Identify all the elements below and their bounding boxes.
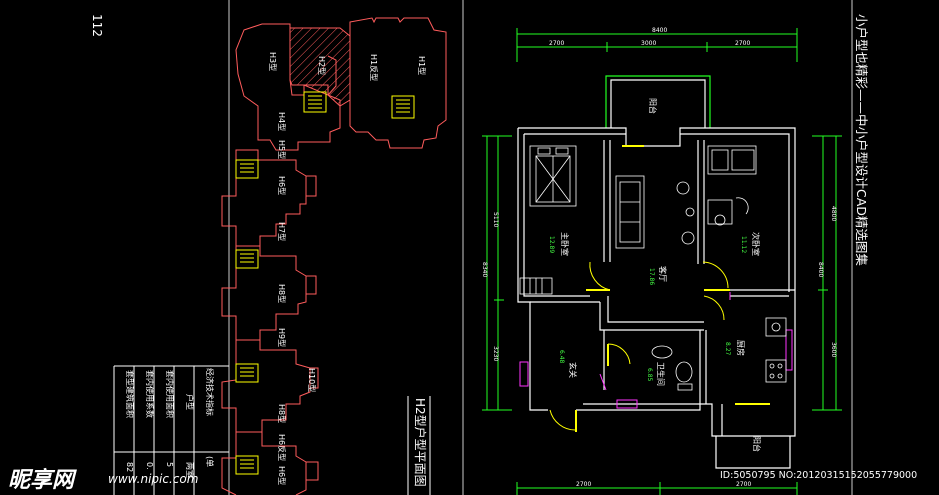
left-dim-seg-1: 5110 bbox=[492, 212, 499, 227]
floor-plan-walls bbox=[517, 75, 796, 469]
econ-table-title: 经济技术指标 bbox=[205, 368, 215, 416]
site-label-h4: H4型 bbox=[277, 112, 286, 131]
right-dim-seg-2: 3600 bbox=[830, 342, 837, 357]
room-area-living: 17.86 bbox=[648, 268, 655, 285]
floor-plan-doors bbox=[549, 145, 770, 432]
site-label-h5: H5型 bbox=[277, 140, 286, 159]
room-area-master: 12.89 bbox=[548, 236, 555, 253]
dimension-lines bbox=[482, 28, 842, 495]
watermark-url: www.nipic.com bbox=[108, 472, 199, 486]
page-number: 112 bbox=[90, 14, 104, 37]
site-label-h6: H6型 bbox=[277, 176, 286, 195]
room-name-kitchen: 厨房 bbox=[736, 340, 746, 356]
site-label-h2: H2型 bbox=[317, 56, 326, 75]
watermark-id: ID:5050795 NO:20120315152055779000 bbox=[720, 470, 918, 481]
right-dim-seg-1: 4800 bbox=[830, 206, 837, 221]
top-dim-seg-3: 2700 bbox=[735, 40, 750, 47]
floor-plan-fixtures bbox=[519, 292, 793, 409]
room-area-bath: 6.85 bbox=[646, 368, 653, 382]
site-label-h1-rev: H1反型 bbox=[369, 54, 379, 81]
room-labels: 阳台 主卧室 12.89 客厅 17.86 次卧室 11.12 玄关 6.48 … bbox=[548, 98, 762, 452]
top-dim-seg-1: 2700 bbox=[549, 40, 564, 47]
left-dim-seg-2: 3230 bbox=[492, 346, 499, 361]
site-stairs bbox=[235, 91, 415, 475]
bottom-dim-2: 2700 bbox=[736, 481, 751, 488]
floor-plan-furniture bbox=[519, 145, 787, 391]
room-name-second: 次卧室 bbox=[751, 232, 761, 256]
room-name-master: 主卧室 bbox=[560, 232, 570, 256]
room-name-bath: 卫生间 bbox=[656, 362, 666, 386]
room-area-foyer: 6.48 bbox=[558, 350, 565, 364]
plan-title: H2型户型平面图 bbox=[413, 398, 427, 487]
site-label-h1: H1型 bbox=[417, 56, 426, 75]
econ-row-coef: 套内使用系数 bbox=[145, 370, 155, 418]
watermark-logo: 昵享网 bbox=[8, 468, 75, 493]
site-labels: H3型 H2型 H1反型 H1型 H4型 H5型 H6型 H7型 H8型 H9型… bbox=[268, 52, 426, 485]
top-dim-seg-2: 3000 bbox=[641, 40, 656, 47]
room-name-balcony-bottom: 阳台 bbox=[752, 436, 762, 452]
site-label-h3: H3型 bbox=[268, 52, 277, 71]
site-label-h6b: H6型 bbox=[277, 466, 286, 485]
site-label-h7: H7型 bbox=[277, 222, 286, 241]
sidebar-title: 小户型也精彩——中小户型设计CAD精选图集 bbox=[854, 14, 869, 266]
site-label-h6-rev: H6反型 bbox=[277, 434, 287, 461]
right-dim-total: 8400 bbox=[817, 262, 824, 277]
econ-val-coef: 0. bbox=[145, 462, 154, 470]
room-area-second: 11.12 bbox=[740, 236, 747, 253]
econ-val-total-area: 82 bbox=[125, 462, 134, 472]
site-label-h8: H8型 bbox=[277, 284, 286, 303]
site-label-h10: H10型 bbox=[307, 368, 316, 392]
left-dim-total: 8340 bbox=[481, 262, 488, 277]
room-name-living: 客厅 bbox=[658, 266, 668, 282]
site-label-h9: H9型 bbox=[277, 328, 286, 347]
site-label-h8b: H8型 bbox=[277, 404, 286, 423]
room-name-balcony-top: 阳台 bbox=[648, 98, 658, 114]
room-area-kitchen: 8.27 bbox=[724, 342, 731, 356]
econ-val-type: 两室 bbox=[185, 462, 195, 478]
econ-row-total-area: 套型建筑面积 bbox=[125, 370, 135, 418]
site-h2-hatch bbox=[289, 27, 351, 107]
bottom-dim-1: 2700 bbox=[576, 481, 591, 488]
econ-row-use-area: 套内使用面积 bbox=[165, 370, 175, 418]
room-name-foyer: 玄关 bbox=[568, 362, 578, 378]
econ-row-type: 户型 bbox=[185, 394, 195, 410]
econ-val-use-area: 5 bbox=[165, 462, 174, 467]
top-dim-total: 8400 bbox=[652, 27, 667, 34]
econ-table-grid bbox=[113, 365, 229, 495]
econ-table-note: (单 bbox=[205, 456, 215, 467]
